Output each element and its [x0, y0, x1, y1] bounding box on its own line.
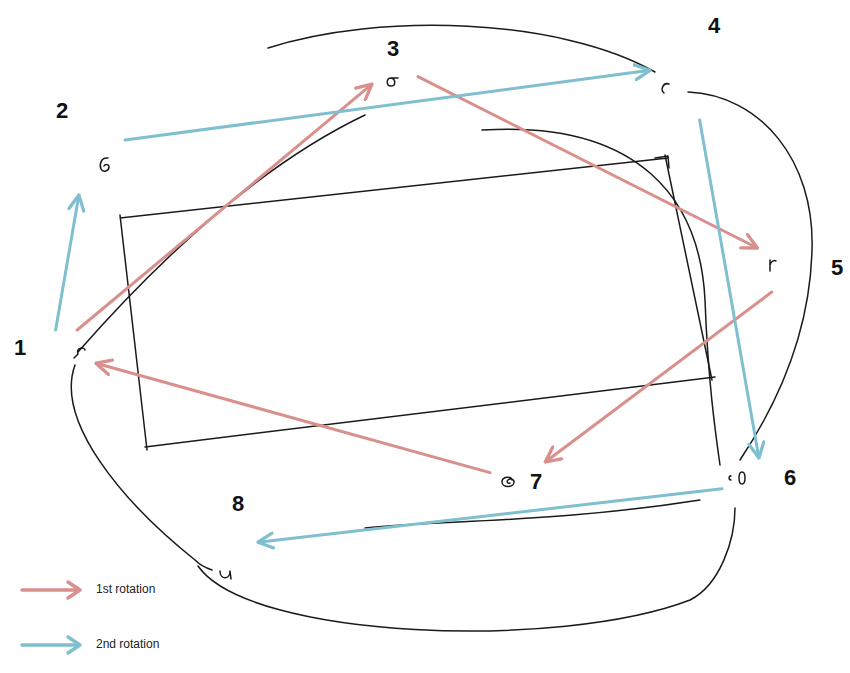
position-marker: 4: [650, 10, 730, 120]
position-marker: 6: [722, 458, 805, 510]
glyph-mark: [770, 260, 776, 271]
glyph-mark: [729, 472, 745, 484]
rotation-arrow: [96, 363, 490, 472]
callout-number: 1: [14, 336, 26, 360]
glyph-mark: [100, 158, 109, 171]
legend-row: 1st rotation: [20, 579, 240, 601]
rotation-arrow: [258, 489, 722, 542]
callout-number: 2: [56, 99, 68, 123]
rotation-arrow: [77, 84, 372, 330]
callout-number: 6: [784, 466, 796, 490]
legend-text: 2nd rotation: [96, 637, 159, 651]
rotation-arrow: [125, 70, 650, 140]
glyph-mark: [74, 348, 85, 358]
rotation-arrow: [545, 292, 771, 462]
position-marker: 8: [210, 490, 258, 600]
glyph-mark: [387, 78, 398, 86]
position-marker: 3: [372, 35, 418, 95]
left-arc: [71, 365, 212, 570]
position-marker: 2: [50, 95, 125, 195]
rotation-arrow: [56, 195, 79, 330]
glyph-mark: [502, 477, 514, 486]
outer-top-arc: [268, 25, 655, 72]
position-marker: 5: [755, 248, 847, 292]
upper-left-arc: [78, 115, 365, 352]
sketch-rectangle: [120, 155, 715, 450]
inner-right-arc: [482, 129, 720, 465]
legend-text: 1st rotation: [96, 582, 155, 596]
legend-row: 2nd rotation: [20, 634, 240, 656]
rotation-arrow: [700, 120, 759, 458]
callout-number: 3: [387, 37, 399, 61]
sketch-dash: [655, 156, 669, 168]
position-marker: 1: [8, 330, 96, 372]
callout-number: 5: [831, 256, 843, 280]
callout-number: 7: [530, 470, 542, 494]
glyph-mark: [662, 84, 669, 93]
callout-number: 8: [232, 492, 244, 516]
glyph-mark: [220, 571, 231, 579]
legend-sample: [20, 579, 90, 601]
right-arc: [688, 92, 812, 460]
legend-sample: [20, 634, 90, 656]
position-marker: 7: [490, 462, 550, 500]
callout-number: 4: [708, 14, 720, 38]
bottom-arc: [198, 508, 735, 631]
